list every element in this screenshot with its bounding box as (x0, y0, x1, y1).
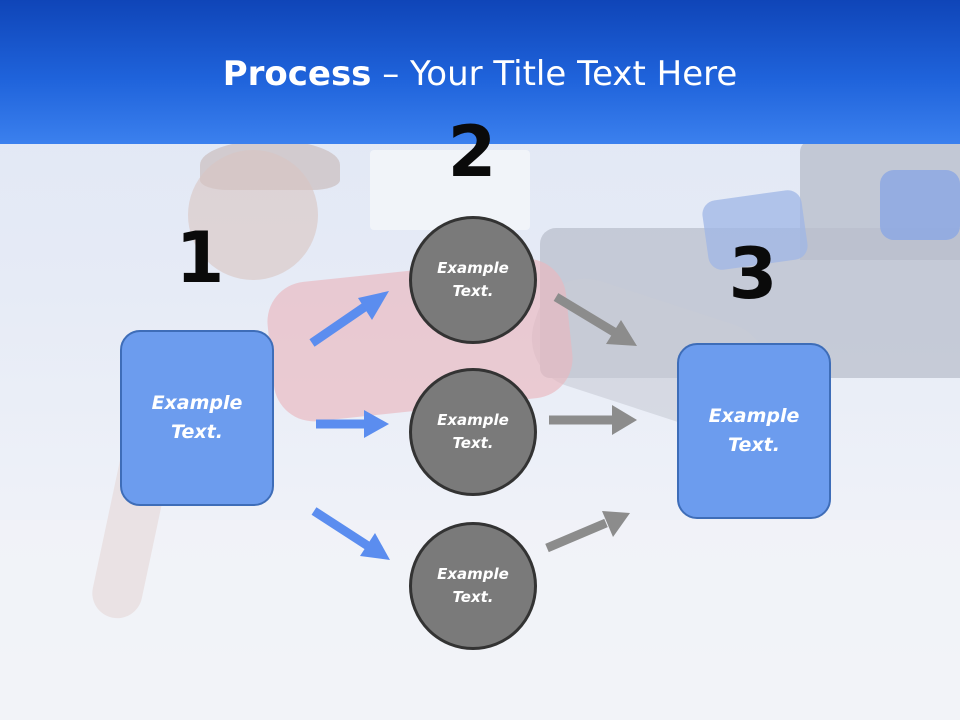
step-number-2: 2 (447, 111, 497, 193)
title-bar: Process – Your Title Text Here (0, 0, 960, 144)
circle-text: Example Text. (437, 259, 509, 300)
title-bold: Process (222, 54, 372, 94)
bg-person-head (188, 150, 318, 280)
left-box-text: Example Text. (151, 392, 243, 443)
step-number-1: 1 (175, 217, 225, 299)
title-rest: – Your Title Text Here (371, 54, 738, 94)
process-circle-bottom: Example Text. (409, 522, 537, 650)
circle-text: Example Text. (437, 565, 509, 606)
right-process-box: Example Text. (677, 343, 831, 519)
right-box-text: Example Text. (708, 405, 800, 456)
slide-title: Process – Your Title Text Here (0, 52, 960, 96)
left-process-box: Example Text. (120, 330, 274, 506)
bg-pillow (880, 170, 960, 240)
bg-shelf (370, 150, 530, 230)
circle-text: Example Text. (437, 411, 509, 452)
process-circle-top: Example Text. (409, 216, 537, 344)
step-number-3: 3 (728, 233, 778, 315)
process-circle-middle: Example Text. (409, 368, 537, 496)
